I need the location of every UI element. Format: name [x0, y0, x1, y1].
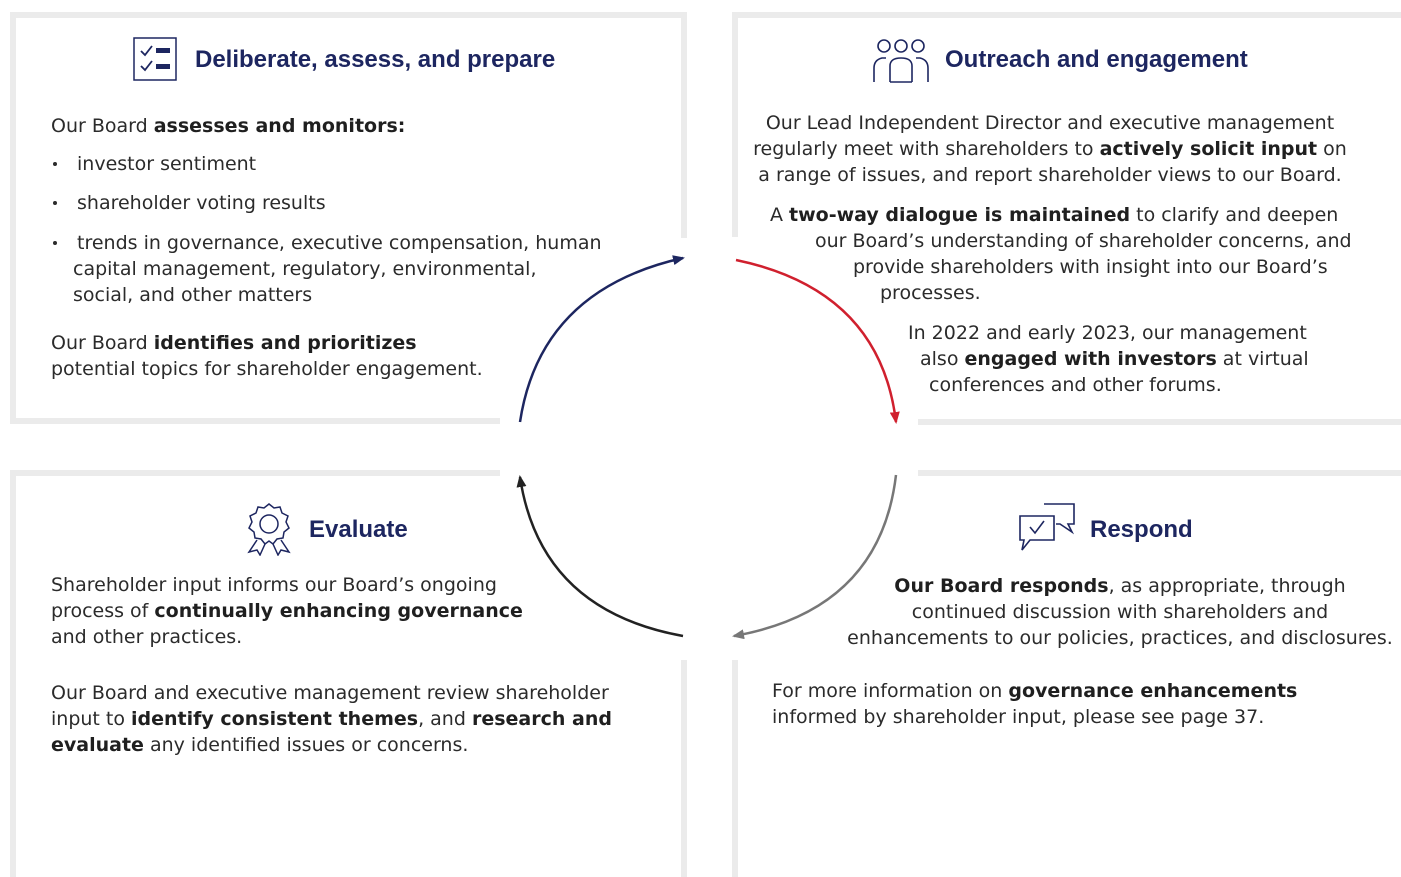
bullet-dot	[53, 201, 57, 205]
bullet-dot	[53, 241, 57, 245]
respond-title: Respond	[1090, 516, 1193, 543]
deliberate-closing: Our Board identifies and prioritizes pot…	[51, 332, 483, 380]
quadrant-outreach: Outreach and engagement Our Lead Indepen…	[700, 0, 1401, 430]
evaluate-paragraph-2: Our Board and executive management revie…	[51, 682, 612, 756]
frame-bottom-right-left	[732, 660, 738, 877]
arrow-respond-to-evaluate	[732, 474, 898, 640]
frame-top-left-top	[10, 12, 687, 18]
frame-top-left-left	[10, 12, 16, 424]
frame-bottom-left-top	[10, 470, 500, 476]
deliberate-bullet-3: trends in governance, executive compensa…	[53, 230, 602, 308]
deliberate-bullet-2: shareholder voting results	[53, 190, 326, 216]
quadrant-respond: Respond Our Board responds, as appropria…	[700, 440, 1401, 877]
outreach-paragraph-3: In 2022 and early 2023, our management a…	[908, 322, 1309, 396]
outreach-paragraph-2: A two-way dialogue is maintained to clar…	[770, 204, 1352, 304]
arrow-outreach-to-respond	[735, 258, 900, 424]
deliberate-intro: Our Board assesses and monitors:	[51, 115, 406, 137]
evaluate-title: Evaluate	[309, 516, 408, 543]
respond-paragraph-2: For more information on governance enhan…	[772, 680, 1298, 728]
frame-top-left-bottom	[10, 418, 500, 424]
people-group-icon	[872, 38, 930, 88]
outreach-paragraph-1: Our Lead Independent Director and execut…	[753, 112, 1347, 186]
deliberate-title: Deliberate, assess, and prepare	[195, 46, 556, 73]
arrow-deliberate-to-outreach	[518, 255, 685, 423]
frame-top-right-bottom	[918, 419, 1401, 425]
checklist-icon	[133, 37, 177, 85]
respond-paragraph-1: Our Board responds, as appropriate, thro…	[847, 575, 1393, 649]
arrow-evaluate-to-deliberate	[516, 475, 684, 638]
award-badge-icon	[245, 502, 293, 560]
quadrant-deliberate: Deliberate, assess, and prepare Our Boar…	[0, 0, 700, 430]
evaluate-paragraph-1: Shareholder input informs our Board’s on…	[51, 574, 523, 648]
frame-top-right-left	[732, 12, 738, 237]
outreach-title: Outreach and engagement	[945, 46, 1248, 73]
frame-bottom-right-top	[918, 470, 1401, 476]
bullet-dot	[53, 162, 57, 166]
frame-bottom-left-left	[10, 470, 16, 877]
chat-check-icon	[1016, 502, 1078, 558]
quadrant-evaluate: Evaluate Shareholder input informs our B…	[0, 440, 700, 877]
frame-top-left-right	[681, 12, 687, 238]
frame-top-right-top	[732, 12, 1401, 18]
frame-bottom-left-right	[681, 660, 687, 877]
deliberate-bullet-1: investor sentiment	[53, 151, 256, 177]
